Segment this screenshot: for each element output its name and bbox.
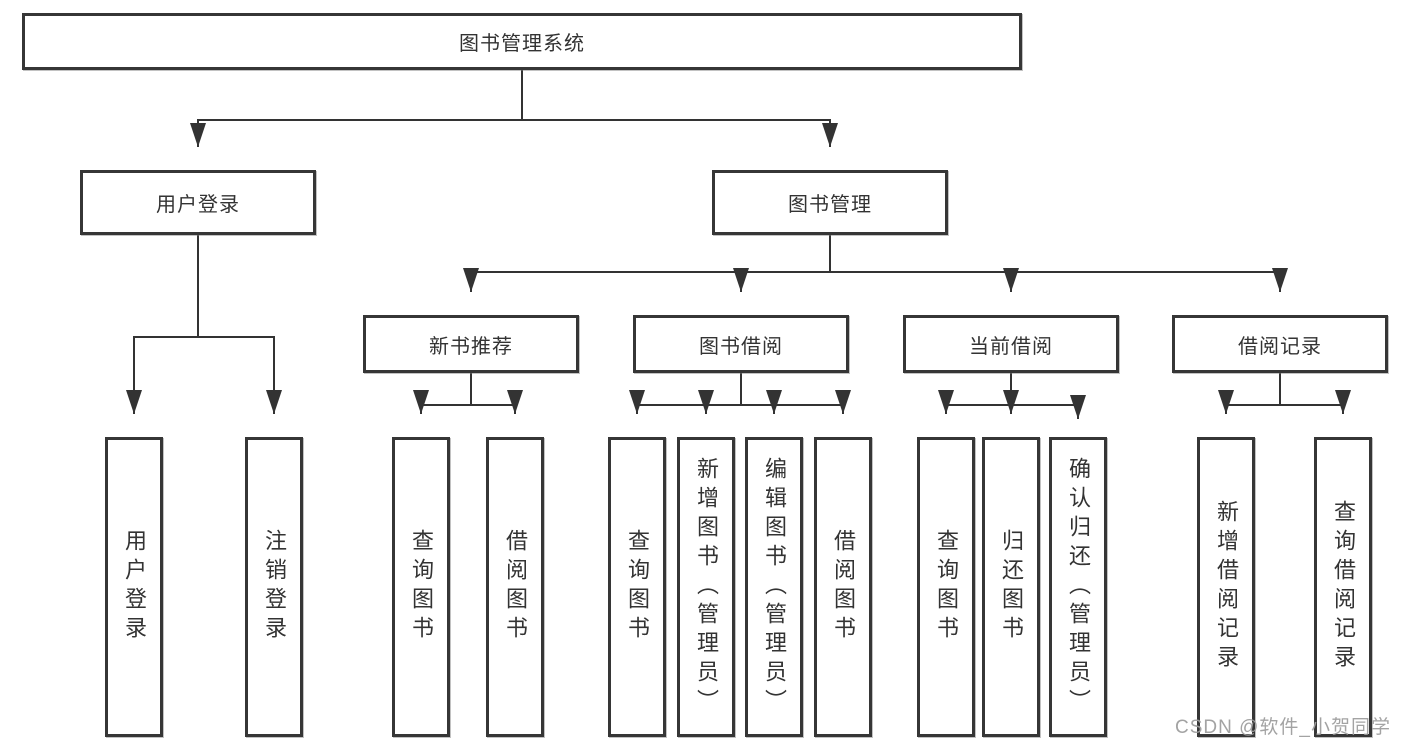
leaf-node-label: 用户登录 xyxy=(122,529,147,645)
leaf-node-add-borrow-record: 新增借阅记录 xyxy=(1197,437,1255,737)
leaf-node-label: 新增借阅记录 xyxy=(1214,500,1239,674)
leaf-node-label: 借阅图书 xyxy=(831,529,856,645)
leaf-node-label: 确认归还（管理员） xyxy=(1066,456,1091,718)
leaf-node-borrow-books-1: 借阅图书 xyxy=(486,437,544,737)
leaf-node-label: 查询图书 xyxy=(409,529,434,645)
leaf-node-query-books-2: 查询图书 xyxy=(608,437,666,737)
leaf-node-label: 查询借阅记录 xyxy=(1331,500,1356,674)
section-node-book-borrow: 图书借阅 xyxy=(633,315,849,373)
leaf-node-label: 查询图书 xyxy=(625,529,650,645)
leaf-node-edit-book-admin: 编辑图书（管理员） xyxy=(745,437,803,737)
leaf-node-query-books-3: 查询图书 xyxy=(917,437,975,737)
root-node-library-system: 图书管理系统 xyxy=(22,13,1022,70)
branch-node-book-mgmt: 图书管理 xyxy=(712,170,948,235)
branch-node-user-login: 用户登录 xyxy=(80,170,316,235)
section-node-label: 图书借阅 xyxy=(699,335,783,358)
leaf-node-label: 查询图书 xyxy=(934,529,959,645)
section-node-label: 新书推荐 xyxy=(429,335,513,358)
branch-node-label: 用户登录 xyxy=(156,194,240,216)
leaf-node-add-book-admin: 新增图书（管理员） xyxy=(677,437,735,737)
section-node-current-borrow: 当前借阅 xyxy=(903,315,1119,373)
leaf-node-label: 注销登录 xyxy=(262,529,287,645)
leaf-node-label: 归还图书 xyxy=(999,529,1024,645)
section-node-label: 当前借阅 xyxy=(969,335,1053,358)
root-node-label: 图书管理系统 xyxy=(459,33,585,55)
leaf-node-confirm-return-admin: 确认归还（管理员） xyxy=(1049,437,1107,737)
branch-node-label: 图书管理 xyxy=(788,194,872,216)
section-node-new-book-recommend: 新书推荐 xyxy=(363,315,579,373)
leaf-node-logout: 注销登录 xyxy=(245,437,303,737)
leaf-node-label: 新增图书（管理员） xyxy=(694,456,719,718)
leaf-node-user-login: 用户登录 xyxy=(105,437,163,737)
leaf-node-label: 编辑图书（管理员） xyxy=(762,456,787,718)
section-node-label: 借阅记录 xyxy=(1238,335,1322,358)
connector-group xyxy=(126,70,1351,419)
leaf-node-label: 借阅图书 xyxy=(503,529,528,645)
leaf-node-query-borrow-record: 查询借阅记录 xyxy=(1314,437,1372,737)
section-node-borrow-records: 借阅记录 xyxy=(1172,315,1388,373)
leaf-node-borrow-books-2: 借阅图书 xyxy=(814,437,872,737)
leaf-node-query-books-1: 查询图书 xyxy=(392,437,450,737)
leaf-node-return-book: 归还图书 xyxy=(982,437,1040,737)
